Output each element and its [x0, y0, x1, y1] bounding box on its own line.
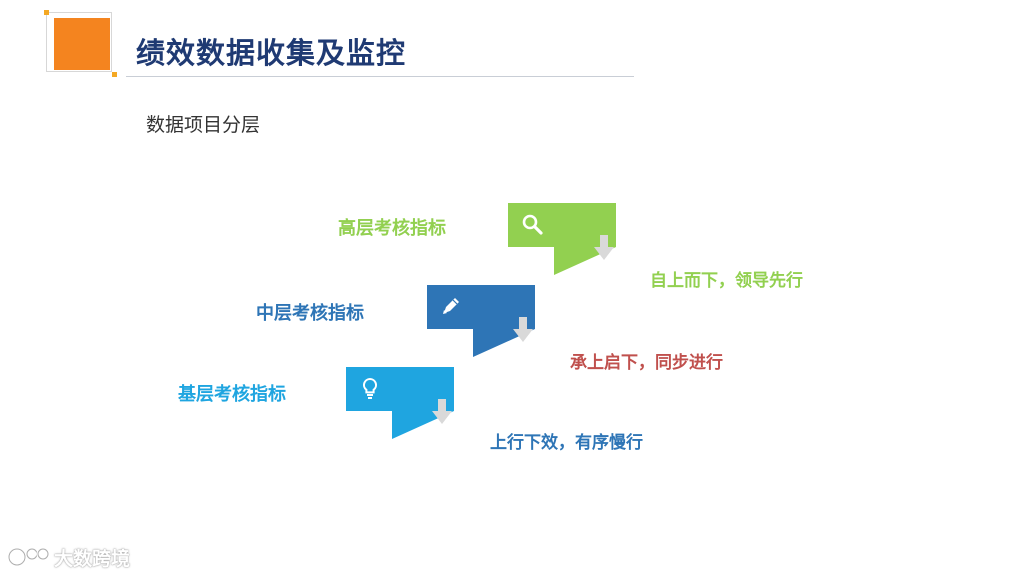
- logo-corner-dot: [44, 10, 49, 15]
- tier-callout-top: [508, 203, 616, 275]
- logo-corner-dot: [112, 72, 117, 77]
- logo-frame: [46, 12, 112, 72]
- tier-callout-base: [346, 367, 454, 439]
- tier-label-base: 基层考核指标: [178, 384, 286, 405]
- watermark-logo-icon: [6, 545, 50, 569]
- slide-title: 绩效数据收集及监控: [136, 36, 407, 70]
- tier-label-top: 高层考核指标: [338, 218, 446, 239]
- logo-square: [54, 18, 110, 70]
- tier-description-top: 自上而下，领导先行: [650, 271, 803, 291]
- magnifier-icon: [520, 212, 544, 236]
- down-arrow-icon: [513, 317, 533, 343]
- down-arrow-icon: [432, 399, 452, 425]
- lightbulb-icon: [358, 376, 382, 400]
- pencil-icon: [439, 294, 463, 318]
- tier-description-middle: 承上启下，同步进行: [570, 353, 723, 373]
- watermark: 大数跨境: [6, 542, 130, 572]
- tier-description-base: 上行下效，有序慢行: [490, 433, 643, 453]
- down-arrow-icon: [594, 235, 614, 261]
- slide-subtitle: 数据项目分层: [146, 114, 261, 136]
- tier-label-middle: 中层考核指标: [256, 303, 364, 324]
- title-divider: [126, 76, 634, 77]
- tier-callout-middle: [427, 285, 535, 357]
- watermark-text: 大数跨境: [54, 547, 131, 570]
